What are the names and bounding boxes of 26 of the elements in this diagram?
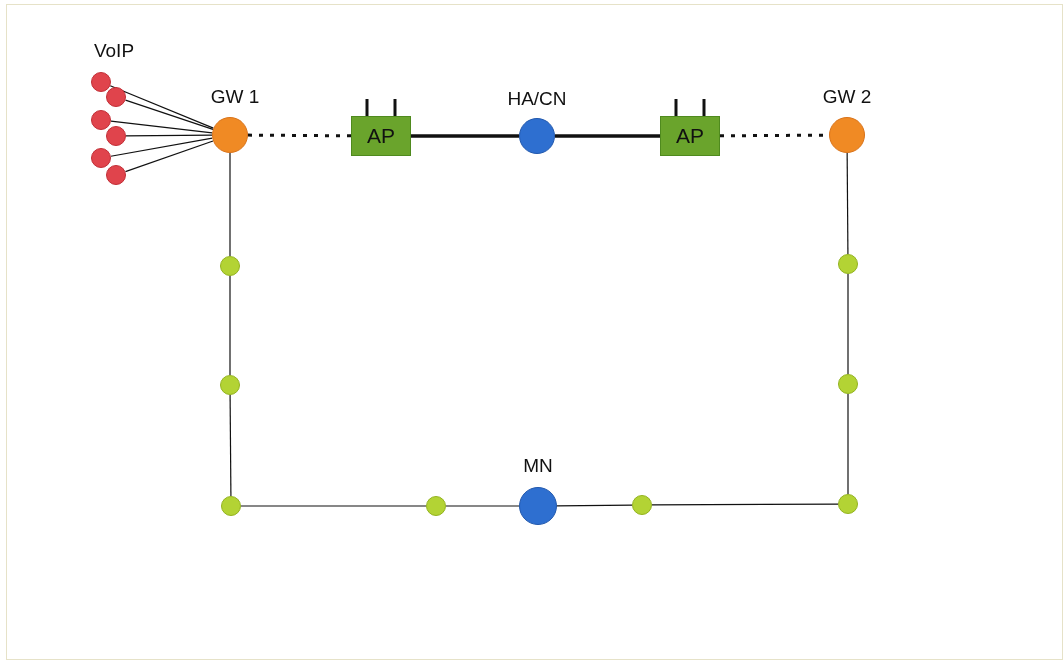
link-line xyxy=(125,134,213,137)
link-line xyxy=(110,120,213,134)
group-label: VoIP xyxy=(93,40,135,62)
link-line xyxy=(124,99,214,130)
link-line xyxy=(847,393,849,495)
node-label: MN xyxy=(523,455,553,477)
node-label: GW 1 xyxy=(210,86,260,108)
access-point-box: AP xyxy=(351,116,411,156)
link-line xyxy=(651,503,839,506)
link-line xyxy=(846,152,849,255)
link-line xyxy=(229,394,232,497)
link-line xyxy=(229,275,231,376)
node-label: GW 2 xyxy=(822,86,872,108)
link-line xyxy=(445,505,520,507)
link-line xyxy=(124,140,214,173)
node-label: HA/CN xyxy=(507,88,567,110)
link-line xyxy=(109,85,214,129)
link-line xyxy=(847,273,849,375)
link-line xyxy=(110,137,213,157)
access-point-box: AP xyxy=(660,116,720,156)
link-line xyxy=(229,152,231,257)
link-line xyxy=(556,504,633,507)
link-line xyxy=(411,134,519,138)
dashed-link xyxy=(248,133,351,138)
link-line xyxy=(240,505,427,507)
link-line xyxy=(555,134,660,138)
